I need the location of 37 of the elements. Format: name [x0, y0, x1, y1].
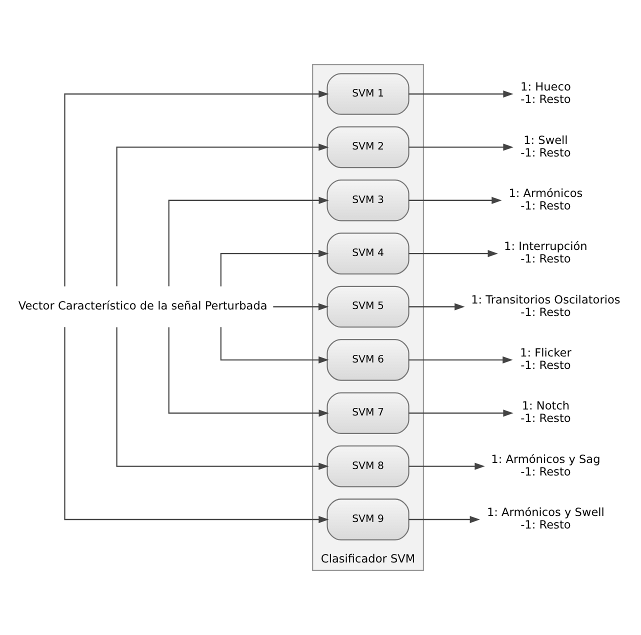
arrow	[408, 516, 480, 524]
node-text: 1: Flicker -1: Resto	[520, 346, 572, 372]
arrow	[220, 327, 329, 364]
node-box: SVM 3	[326, 179, 410, 222]
node-box: SVM 8	[326, 445, 410, 488]
node-box: SVM 4	[326, 232, 410, 274]
node-text: 1: Armónicos y Swell -1: Resto	[486, 506, 604, 532]
arrow	[116, 144, 329, 286]
node-box: SVM 1	[326, 73, 410, 115]
arrow	[408, 462, 485, 470]
arrow	[408, 250, 498, 258]
arrow	[408, 90, 514, 98]
arrow	[408, 196, 502, 204]
node-box: SVM 5	[326, 286, 410, 328]
node-text: Vector Característico de la señal Perturbada	[18, 300, 268, 313]
arrow	[116, 327, 329, 470]
arrow	[408, 303, 465, 310]
node-box: SVM 2	[326, 126, 410, 168]
arrow	[64, 327, 329, 524]
node-text: 1: Interrupción -1: Resto	[504, 240, 588, 266]
node-box: SVM 7	[326, 392, 410, 434]
node-text: 1: Armónicos -1: Resto	[508, 186, 583, 212]
node-box: SVM 6	[326, 339, 410, 381]
arrow	[64, 90, 329, 286]
arrow	[168, 196, 329, 286]
arrow	[168, 327, 329, 417]
arrow	[408, 410, 514, 417]
node-text: 1: Notch -1: Resto	[520, 400, 571, 426]
node-text: 1: Swell -1: Resto	[520, 134, 571, 160]
arrow	[408, 144, 514, 151]
arrow	[220, 250, 329, 286]
node-text: 1: Hueco -1: Resto	[520, 80, 571, 106]
node-text: 1: Armónicos y Sag -1: Resto	[491, 452, 600, 478]
arrow	[273, 303, 329, 310]
arrow	[408, 356, 513, 364]
node-box: SVM 9	[326, 498, 410, 540]
node-text: 1: Transitorios Oscilatorios -1: Resto	[471, 293, 620, 319]
